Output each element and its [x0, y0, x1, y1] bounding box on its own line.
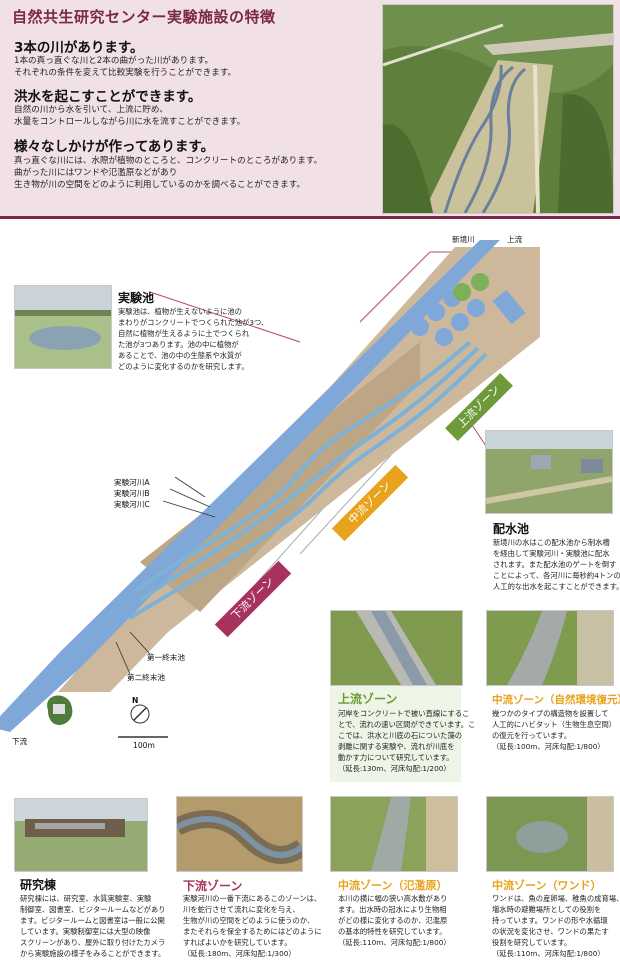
research-building-photo [14, 798, 148, 872]
section-text: 真っ直ぐな川には、水際が植物のところと、コンクリートのところがあります。 [14, 156, 323, 166]
floodplain-text: （延長:110m、河床勾配:1/800） [338, 938, 451, 947]
distribution-text: を経由して実験河川・実験池に配水 [493, 549, 610, 558]
upper-zone-box [330, 686, 461, 782]
wando-text: 増水時の避難場所としての役割を [492, 905, 602, 914]
research-building-text: 制御室、図書室、ビジタールームなどがあり [20, 905, 166, 914]
upper-zone-title: 上流ゾーン [338, 692, 398, 706]
wando-photo [486, 796, 614, 872]
lower-zone-title: 下流ゾーン [183, 879, 243, 893]
page-title: 自然共生研究センター実験施設の特徴 [12, 8, 276, 26]
floodplain-text: の基本的特性を研究しています。 [338, 927, 447, 936]
pond-photo [14, 285, 112, 369]
lower-zone-text: 川を蛇行させて流れに変化を与え、 [183, 905, 300, 914]
scale-label: 100m [133, 741, 155, 750]
wando-text: の状況を変化させ、ワンドの果たす [492, 927, 609, 936]
middle-restore-photo [486, 610, 614, 686]
distribution-text: ことによって、各河川に毎秒約4トンの [493, 571, 620, 580]
pond-text: た池が3つあります。池の中に植物が [118, 340, 239, 349]
floodplain-title: 中流ゾーン（氾濫原） [338, 879, 448, 892]
section-text: 生き物が川の空間をどのように利用しているのかを調べることができます。 [14, 180, 306, 190]
pond-text: まわりがコンクリートでつくられた池が3つ、 [118, 318, 269, 327]
section-text: 水量をコントロールしながら川に水を流すことができます。 [14, 117, 246, 127]
pond-text: 実験池は、植物が生えないように池の [118, 307, 242, 316]
middle-restore-text: （延長:100m、河床勾配:1/800） [492, 742, 605, 751]
research-building-text: ます。ビジタールームと図書室は一般に公開 [20, 916, 165, 925]
distribution-text: されます。また配水池のゲートを倒す [493, 560, 617, 569]
end-pond-2-label: 第二終末池 [127, 673, 165, 682]
wando-text: 持っています。ワンドの形や水循環 [492, 916, 608, 925]
upper-zone-text: 河岸をコンクリートで被い直線にするこ [338, 709, 470, 718]
wando-text: （延長:110m、河床勾配:1/800） [492, 949, 605, 958]
pond-text: どのように変化するのかを研究します。 [118, 362, 249, 371]
middle-restore-text: の復元を行っています。 [492, 731, 572, 740]
middle-restore-text: 幾つかのタイプの構造物を設置して [492, 709, 609, 718]
upper-zone-text: （延長:130m、河床勾配:1/200） [338, 764, 451, 773]
channel-b-label: 実験河川B [114, 489, 150, 498]
upper-zone-text: 剥離に関する実験や、流れが川底を [338, 742, 455, 751]
distribution-photo [485, 430, 613, 514]
floodplain-text: 本川の横に幅の狭い高水敷があり [338, 894, 448, 903]
upper-zone-photo [330, 610, 463, 686]
upper-zone-text: とで、流れの速い区間ができています。こ [338, 720, 476, 729]
lower-zone-text: 実験河川の一番下流にあるこのゾーンは、 [183, 894, 322, 903]
channel-a-label: 実験河川A [114, 478, 150, 487]
wando-title: 中流ゾーン（ワンド） [492, 879, 602, 892]
lower-zone-photo [176, 796, 303, 872]
section-heading-flood: 洪水を起こすことができます。 [14, 89, 202, 105]
section-text: それぞれの条件を変えて比較実験を行うことができます。 [14, 68, 237, 78]
end-pond-1-label: 第一終末池 [147, 653, 185, 662]
pond-title: 実験池 [118, 291, 155, 305]
distribution-text: 人工的な出水を起こすことができます。 [493, 582, 620, 591]
channel-c-label: 実験河川C [114, 500, 150, 509]
pond-text: あることで、池の中の生態系や水質が [118, 351, 242, 360]
lower-zone-text: 生物が川の空間をどのように使うのか、 [183, 916, 315, 925]
middle-restore-title: 中流ゾーン（自然環境復元） [492, 694, 620, 706]
floodplain-text: がどの様に変化するのか、氾濫原 [338, 916, 448, 925]
river-name-label: 新境川 [452, 235, 475, 244]
floodplain-text: ます。出水時の冠水により生物相 [338, 905, 447, 914]
research-building-text: 研究棟には、研究室、水質実験室、実験 [20, 894, 152, 903]
research-building-title: 研究棟 [20, 878, 57, 892]
wando-text: ワンドは、魚の産卵場、稚魚の成育場、 [492, 894, 620, 903]
floodplain-photo [330, 796, 458, 872]
north-label: N [132, 696, 139, 705]
upper-zone-text: 動かす力について研究しています。 [338, 753, 454, 762]
research-building-text: から実験施設の様子をみることができます。 [20, 949, 166, 958]
research-building-text: しています。実験制御室には大型の映像 [20, 927, 151, 936]
research-building-text: スクリーンがあり、屋外に取り付けたカメラ [20, 938, 166, 947]
lower-zone-text: （延長:180m、河床勾配:1/300） [183, 949, 296, 958]
pond-text: 自然に植物が生えるように土でつくられ [118, 329, 250, 338]
section-heading-rivers: 3本の川があります。 [14, 40, 144, 56]
section-heading-devices: 様々なしかけが作ってあります。 [14, 139, 215, 155]
middle-restore-text: 人工的にハビタット（生物生息空間） [492, 720, 617, 729]
upstream-label: 上流 [507, 235, 523, 244]
distribution-text: 新境川の水はこの配水池から制水槽 [493, 538, 610, 547]
wando-text: 役割を研究しています。 [492, 938, 572, 947]
header-divider [0, 216, 620, 219]
lower-zone-text: すればよいかを研究しています。 [183, 938, 292, 947]
aerial-photo [382, 4, 614, 214]
lower-zone-text: またそれらを保全するためにはどのように [183, 927, 322, 936]
section-text: 曲がった川にはワンドや氾濫原などがあり [14, 168, 178, 178]
section-text: 1本の真っ直ぐな川と2本の曲がった川があります。 [14, 56, 214, 66]
distribution-title: 配水池 [493, 522, 530, 536]
facility-map [0, 222, 620, 762]
section-text: 自然の川から水を引いて、上流に貯め、 [14, 105, 169, 115]
downstream-label: 下流 [12, 737, 28, 746]
upper-zone-text: こでは、洪水と川底の石についた藻の [338, 731, 463, 740]
